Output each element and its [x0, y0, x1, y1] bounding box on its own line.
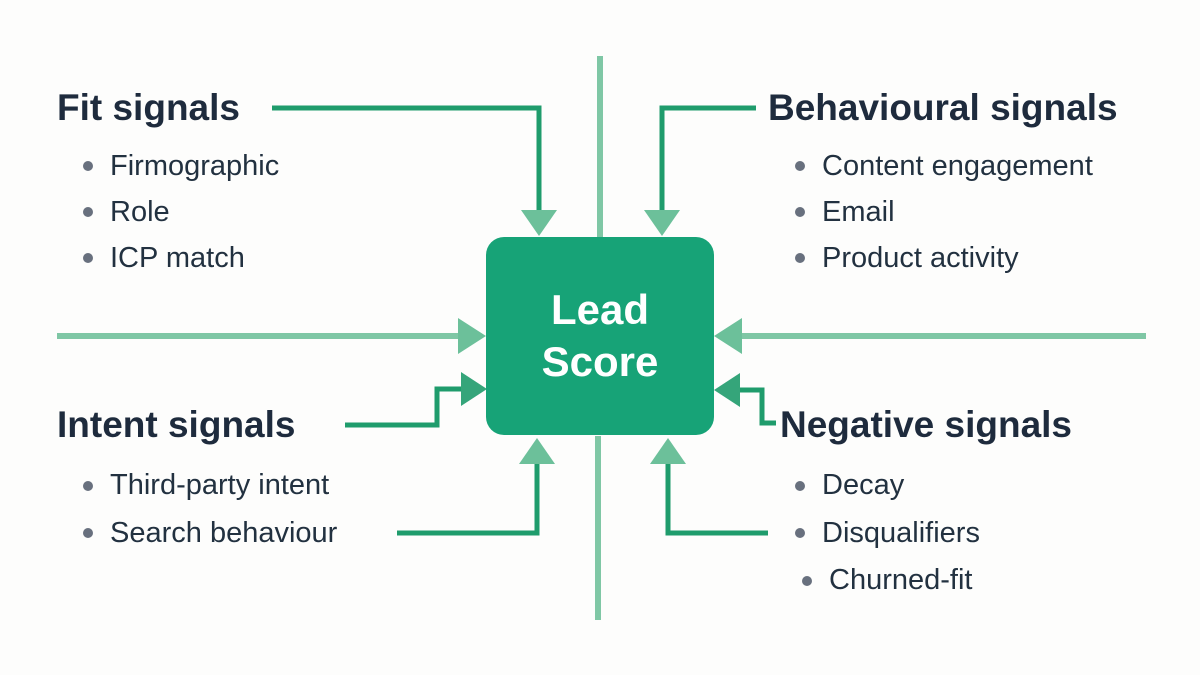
list-item-label: Third-party intent: [110, 469, 330, 502]
bullet-icon: [795, 253, 805, 263]
arrow-right-icon: [461, 372, 487, 406]
list-item: Search behaviour: [83, 510, 337, 558]
lead-score-label: Lead Score: [541, 286, 659, 385]
list-item: Firmographic: [83, 143, 279, 189]
list-item-label: Decay: [822, 469, 905, 502]
list-item-label: Content engagement: [822, 149, 1093, 182]
list-item: Product activity: [795, 235, 1093, 281]
list-item: Decay: [795, 462, 980, 510]
arrow-left-icon: [714, 318, 742, 354]
list-item-label: Disqualifiers: [822, 516, 980, 549]
bullet-icon: [83, 253, 93, 263]
arrow-right-icon: [458, 318, 486, 354]
list-item-label: Search behaviour: [110, 516, 338, 549]
list-item: ICP match: [83, 235, 279, 281]
list-item-label: Churned-fit: [829, 564, 973, 597]
intent-signals-heading: Intent signals: [57, 404, 296, 445]
lead-score-box: Lead Score: [486, 237, 714, 435]
list-item-label: Email: [822, 195, 895, 228]
fit-connector-line: [272, 105, 542, 211]
list-item-label: Role: [110, 195, 170, 228]
arrow-up-icon: [650, 438, 686, 464]
negative-signals-heading: Negative signals: [780, 404, 1073, 445]
list-item: Churned-fit: [802, 557, 980, 605]
list-item: Third-party intent: [83, 462, 337, 510]
list-item-label: ICP match: [110, 241, 245, 274]
negative-signals-list: Decay Disqualifiers Churned-fit: [795, 462, 980, 605]
bullet-icon: [795, 528, 805, 539]
bullet-icon: [795, 161, 805, 171]
search-connector-line: [397, 464, 540, 536]
behavioural-signals-heading: Behavioural signals: [768, 87, 1118, 128]
arrow-down-icon: [644, 210, 680, 236]
intent-connector-line: [345, 386, 461, 428]
list-item: Email: [795, 189, 1093, 235]
fit-signals-heading: Fit signals: [57, 87, 240, 128]
fit-signals-list: Firmographic Role ICP match: [83, 143, 279, 281]
bullet-icon: [83, 161, 93, 171]
negative-connector-line: [740, 387, 776, 426]
bullet-icon: [795, 480, 805, 491]
behavioural-signals-list: Content engagement Email Product activit…: [795, 143, 1093, 281]
intent-signals-list: Third-party intent Search behaviour: [83, 462, 337, 557]
list-item-label: Product activity: [822, 241, 1019, 274]
behavioural-connector-line: [659, 105, 756, 211]
arrow-left-icon: [714, 373, 740, 407]
bullet-icon: [83, 207, 93, 217]
bullet-icon: [83, 528, 93, 539]
list-item: Disqualifiers: [795, 510, 980, 558]
list-item-label: Firmographic: [110, 149, 280, 182]
disqualifiers-connector-line: [665, 464, 768, 536]
bullet-icon: [802, 575, 812, 586]
arrow-up-icon: [519, 438, 555, 464]
bullet-icon: [795, 207, 805, 217]
arrow-down-icon: [521, 210, 557, 236]
bullet-icon: [83, 480, 93, 491]
list-item: Role: [83, 189, 279, 235]
list-item: Content engagement: [795, 143, 1093, 189]
